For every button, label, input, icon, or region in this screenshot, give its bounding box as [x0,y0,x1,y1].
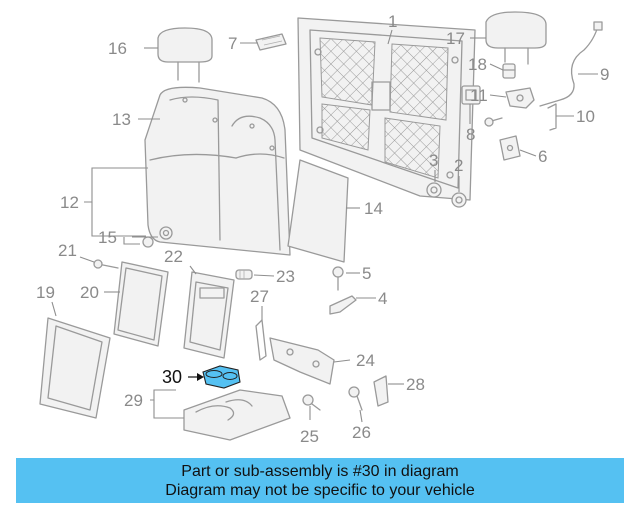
callout-16: 16 [108,39,127,58]
latch-11 [505,87,535,109]
banner-line-2: Diagram may not be specific to your vehi… [165,481,475,499]
armrest-base-29 [183,389,291,441]
release-cable-9 [539,21,603,107]
callout-6: 6 [538,147,547,166]
callout-5: 5 [362,264,371,283]
callout-10: 10 [576,107,595,126]
screw-21 [93,259,119,269]
callout-3: 3 [429,151,438,170]
info-banner: Part or sub-assembly is #30 in diagram D… [16,458,624,503]
bolt-25 [302,394,321,411]
callout-23: 23 [276,267,295,286]
bracket-28 [373,375,389,407]
callout-30-arrow [188,373,204,381]
callout-25: 25 [300,427,319,446]
callout-labels: 1 2 3 4 5 6 7 8 9 10 11 12 13 14 15 16 1… [36,12,609,446]
bezel-8 [461,85,481,105]
callout-21: 21 [58,241,77,260]
callout-1: 1 [388,12,397,31]
pivot-bushing-3 [426,182,442,198]
headrest-right [485,11,547,65]
callout-15: 15 [98,228,117,247]
link-27 [255,319,267,361]
callout-19: 19 [36,283,55,302]
callout-13: 13 [112,110,131,129]
trim-panel-19 [39,317,111,419]
callout-24: 24 [356,351,375,370]
callout-29: 29 [124,391,143,410]
parts-diagram: 1 2 3 4 5 6 7 8 9 10 11 12 13 14 15 16 1… [36,11,609,446]
bolt-26 [348,386,363,411]
callout-22: 22 [164,247,183,266]
callout-7: 7 [228,34,237,53]
callout-17: 17 [446,29,465,48]
callout-9: 9 [600,65,609,84]
callout-28: 28 [406,375,425,394]
callout-11: 11 [470,86,488,105]
headrest-left [157,27,213,83]
trim-clip-7 [255,33,287,51]
callout-4: 4 [378,289,387,308]
callout-30: 30 [162,367,182,387]
callout-27: 27 [250,287,269,306]
callout-8: 8 [466,125,475,144]
seat-back-frame [297,17,476,201]
callout-14: 14 [364,199,383,218]
release-lever-10 [547,103,557,131]
callout-26: 26 [352,423,371,442]
bracket-4 [329,295,357,315]
back-panel-14 [287,159,349,263]
callout-20: 20 [80,283,99,302]
bracket-6 [499,135,521,161]
hinge-bracket-24 [269,337,335,385]
pivot-bolt-2 [451,192,467,208]
callout-2: 2 [454,156,463,175]
bolt-5 [332,266,344,291]
callout-12: 12 [60,193,79,212]
bolt-11 [484,117,503,127]
pin-23 [235,269,253,280]
cup-holder-30 [202,365,241,389]
armrest-frame-22 [183,271,235,359]
headrest-guide-18 [502,63,516,79]
callout-18: 18 [468,55,487,74]
leader-lines [51,29,598,423]
seat-back-cushion [144,86,291,256]
armrest-cover-20 [113,261,169,347]
banner-line-1: Part or sub-assembly is #30 in diagram [181,462,459,480]
